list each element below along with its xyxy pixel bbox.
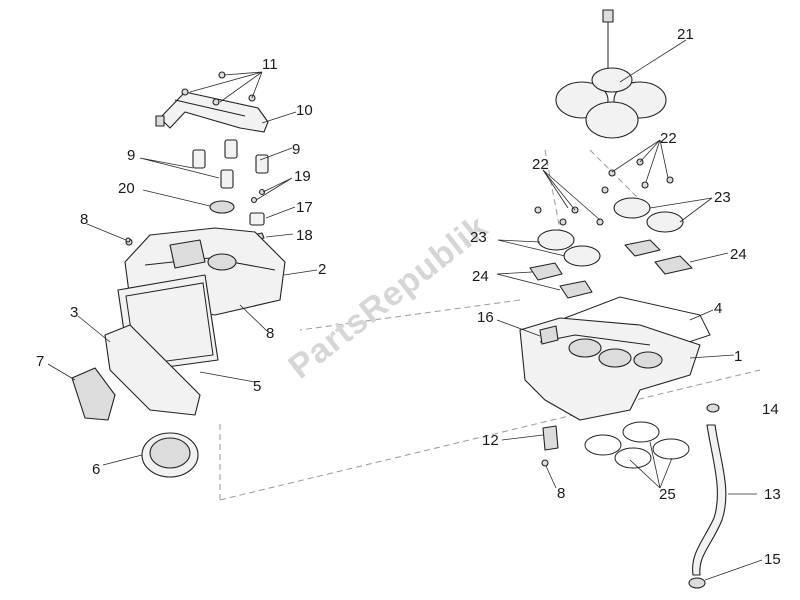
watermark: PartsRepublik (282, 208, 496, 387)
callout-9a: 9 (127, 147, 135, 164)
callout-24a: 24 (730, 246, 747, 263)
callout-11: 11 (262, 56, 278, 73)
callout-22b: 22 (532, 156, 549, 173)
callout-25: 25 (659, 486, 676, 503)
callout-10: 10 (296, 102, 313, 119)
seal-ring (141, 432, 199, 478)
callout-9b: 9 (292, 141, 300, 158)
screw-8 (125, 237, 131, 243)
hose-clamp (706, 403, 720, 413)
screws-22 (534, 158, 674, 226)
callout-17: 17 (296, 199, 313, 216)
callout-24b: 24 (472, 268, 489, 285)
callout-numbers: 21 11 10 9 9 19 20 17 8 18 2 3 8 7 5 6 2… (36, 26, 781, 568)
breather-hose (692, 424, 727, 576)
callout-19: 19 (294, 168, 311, 185)
callout-12: 12 (482, 432, 499, 449)
bracket (541, 425, 559, 467)
callout-18: 18 (296, 227, 313, 244)
callout-20: 20 (118, 180, 135, 197)
callout-16: 16 (477, 309, 494, 326)
alignment-guides (219, 149, 761, 501)
sensor-16 (539, 325, 559, 345)
callout-22a: 22 (660, 130, 677, 147)
callout-4: 4 (714, 300, 722, 317)
callout-7: 7 (36, 353, 44, 370)
callout-3: 3 (70, 304, 78, 321)
callout-13: 13 (764, 486, 781, 503)
intake-horn (71, 367, 116, 421)
callout-8b: 8 (266, 325, 274, 342)
gaskets-24 (529, 239, 693, 299)
callout-5: 5 (253, 378, 261, 395)
o-rings (584, 421, 690, 469)
grommet (209, 200, 235, 214)
hose-clamp-15 (688, 577, 706, 589)
callout-2: 2 (318, 261, 326, 278)
fuel-rail (155, 91, 269, 133)
callout-8a: 8 (80, 211, 88, 228)
intake-connectors (537, 197, 684, 267)
airbox-base (519, 317, 701, 421)
callout-23b: 23 (470, 229, 487, 246)
callout-21: 21 (677, 26, 694, 43)
leader-lines (47, 39, 763, 581)
callout-23a: 23 (714, 189, 731, 206)
intake-duct (104, 324, 201, 416)
callout-8c: 8 (557, 485, 565, 502)
throttle-body-assembly (555, 9, 667, 139)
callout-15: 15 (764, 551, 781, 568)
callout-14: 14 (762, 401, 779, 418)
callout-6: 6 (92, 461, 100, 478)
injectors (192, 139, 269, 189)
callout-1: 1 (734, 348, 742, 365)
